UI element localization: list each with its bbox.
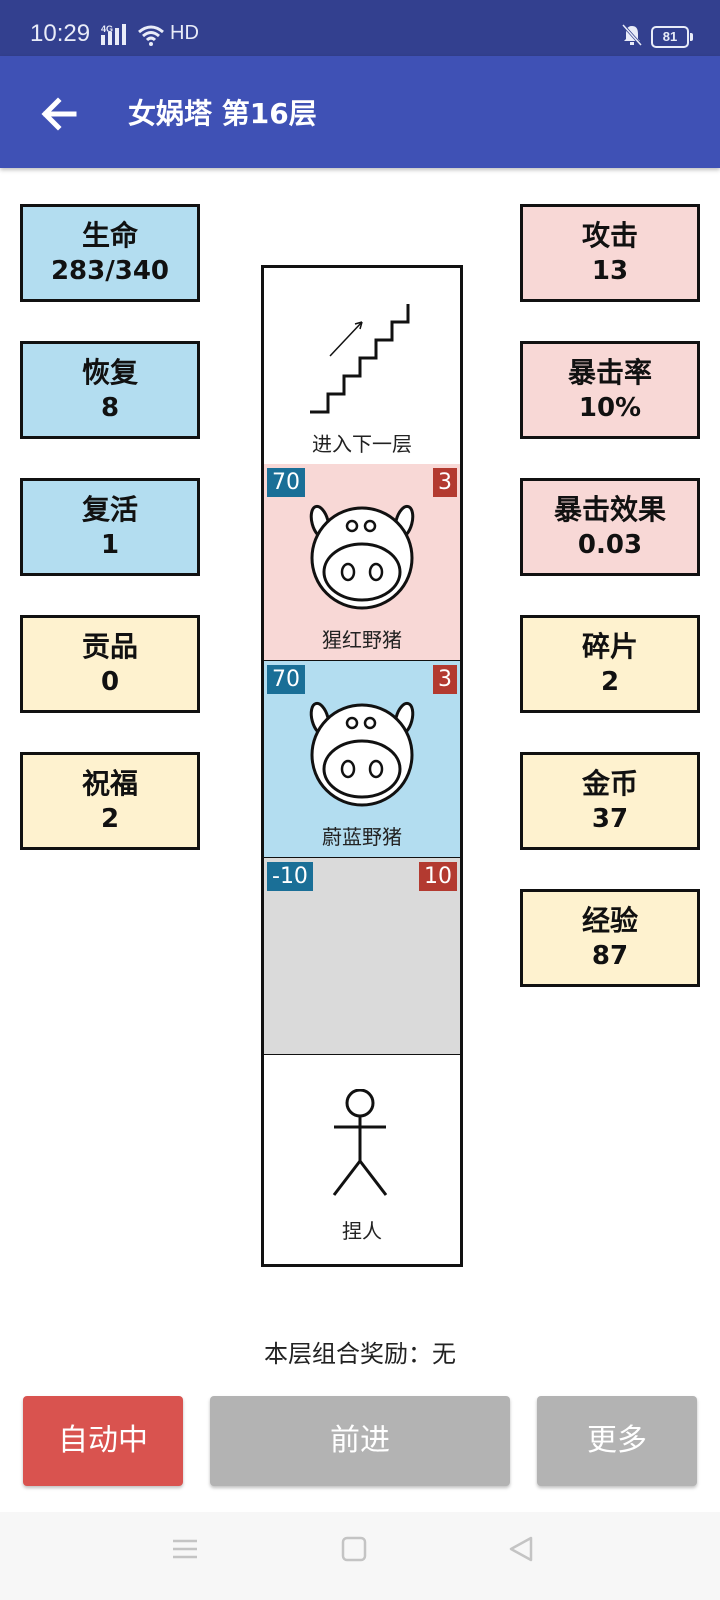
boar-icon	[309, 504, 415, 610]
status-time: 10:29	[30, 20, 91, 47]
svg-text:4G: 4G	[101, 24, 113, 34]
stat-label: 恢复	[81, 356, 138, 389]
battery-indicator: 81	[651, 26, 693, 48]
stat-label: 祝福	[81, 767, 138, 800]
stat-value: 8	[100, 393, 120, 423]
more-button[interactable]: 更多	[537, 1396, 697, 1486]
stat-crit-effect: 暴击效果 0.03	[520, 478, 700, 576]
stat-label: 经验	[581, 904, 638, 937]
stat-hp: 生命 283/340	[20, 204, 200, 302]
cell-right-badge: 10	[419, 862, 457, 891]
stat-value: 0	[100, 667, 120, 697]
status-bar: 10:29 4G HD 81	[0, 0, 720, 56]
stat-regen: 恢复 8	[20, 341, 200, 439]
cell-label: 猩红野猪	[322, 628, 402, 652]
stat-value: 2	[100, 804, 120, 834]
enemy-attack-badge: 3	[433, 665, 457, 694]
mute-bell-icon	[621, 23, 643, 50]
tower-column: 进入下一层 70 3 猩红野猪 70 3 蔚蓝野	[261, 265, 463, 1267]
stat-value: 1	[100, 530, 120, 560]
page-title: 女娲塔 第16层	[128, 97, 317, 130]
stat-tribute: 贡品 0	[20, 615, 200, 713]
stat-label: 暴击率	[567, 356, 652, 389]
stat-value: 2	[600, 667, 620, 697]
stat-value: 37	[591, 804, 629, 834]
stat-value: 13	[591, 256, 629, 286]
stat-experience: 经验 87	[520, 889, 700, 987]
enemy-hp-badge: 70	[267, 468, 305, 497]
cell-left-badge: -10	[267, 862, 313, 891]
wifi-icon	[137, 24, 165, 50]
tower-cell-empty[interactable]: -10 10	[264, 858, 460, 1057]
stat-crit-rate: 暴击率 10%	[520, 341, 700, 439]
stat-value: 87	[591, 941, 629, 971]
enemy-hp-badge: 70	[267, 665, 305, 694]
boar-icon	[309, 701, 415, 807]
stat-label: 复活	[81, 493, 138, 526]
stat-attack: 攻击 13	[520, 204, 700, 302]
stat-label: 生命	[81, 219, 138, 252]
tower-cell-stairs[interactable]: 进入下一层	[264, 268, 460, 467]
tower-cell-enemy-red-boar[interactable]: 70 3 猩红野猪	[264, 464, 460, 663]
stairs-icon	[310, 304, 410, 414]
tower-cell-enemy-blue-boar[interactable]: 70 3 蔚蓝野猪	[264, 661, 460, 860]
stat-label: 暴击效果	[553, 493, 666, 526]
auto-button[interactable]: 自动中	[23, 1396, 183, 1486]
stat-label: 金币	[581, 767, 638, 800]
cell-signal-icon: 4G	[101, 24, 129, 50]
cell-label: 蔚蓝野猪	[322, 825, 402, 849]
tower-cell-player[interactable]: 捏人	[264, 1055, 460, 1251]
floor-combo-reward: 本层组合奖励：无	[264, 1340, 456, 1368]
cell-label: 进入下一层	[312, 432, 412, 456]
stat-label: 攻击	[581, 219, 638, 252]
menu-icon[interactable]	[172, 1536, 198, 1566]
stat-value: 10%	[578, 393, 642, 423]
stick-figure-icon	[332, 1089, 388, 1196]
stat-blessing: 祝福 2	[20, 752, 200, 850]
system-nav-bar	[0, 1512, 720, 1600]
forward-button[interactable]: 前进	[210, 1396, 510, 1486]
network-type: HD	[170, 22, 199, 44]
stat-value: 0.03	[577, 530, 643, 560]
back-arrow-icon[interactable]	[36, 90, 84, 138]
stat-gold: 金币 37	[520, 752, 700, 850]
back-triangle-icon[interactable]	[508, 1536, 534, 1566]
stat-revive: 复活 1	[20, 478, 200, 576]
home-icon[interactable]	[341, 1536, 367, 1566]
app-bar: 女娲塔 第16层	[0, 56, 720, 168]
stat-value: 283/340	[50, 256, 170, 286]
stat-label: 贡品	[81, 630, 138, 663]
stat-shards: 碎片 2	[520, 615, 700, 713]
cell-label: 捏人	[342, 1219, 382, 1243]
enemy-attack-badge: 3	[433, 468, 457, 497]
stat-label: 碎片	[581, 630, 638, 663]
